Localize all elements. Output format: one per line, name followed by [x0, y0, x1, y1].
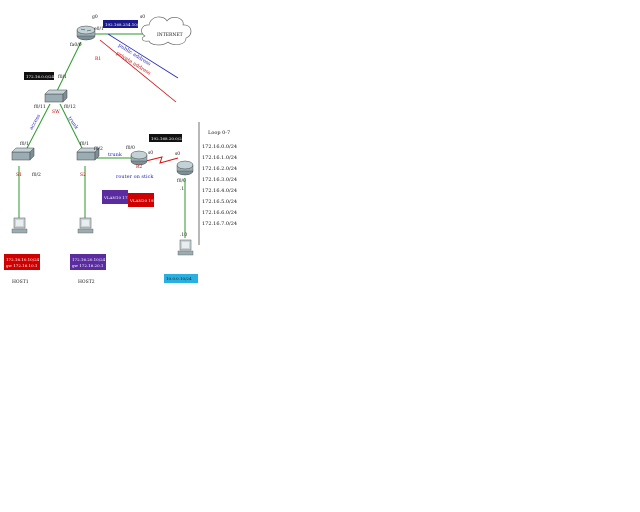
- loop-item: 172.16.0.0/24: [202, 144, 237, 150]
- arrow-public-address: [107, 33, 179, 79]
- port-r1-s0: s0: [140, 14, 145, 20]
- switch-s1[interactable]: [11, 147, 35, 161]
- label-r2: R2: [136, 164, 142, 170]
- trunk-label-sw: trunk: [66, 116, 79, 132]
- box-host1: 172.16.10.10/24 gw 172.16.10.1: [4, 254, 40, 270]
- loop-title: Loop 0-7: [208, 130, 230, 136]
- router-r1[interactable]: [76, 25, 96, 41]
- svg-text:VLAN20 192.168.20.0/24: VLAN20 192.168.20.0/24: [129, 198, 182, 203]
- link-sw-s2: [59, 103, 85, 153]
- port-r2-s0: s0: [148, 150, 153, 156]
- pc-host1[interactable]: [11, 217, 28, 234]
- loop-item: 172.16.2.0/24: [202, 166, 237, 172]
- host2-label: HOST2: [78, 279, 95, 285]
- box-host3: 10.0.0.10/24: [164, 274, 198, 283]
- box-left-upper: 172.16.0.0/24: [24, 72, 55, 80]
- cloud-label: INTERNET: [157, 32, 183, 38]
- label-s2: S2: [80, 172, 86, 178]
- arrow-private-address: [99, 39, 177, 103]
- label-sw: SW: [52, 109, 60, 115]
- port-sw-f012: f0/12: [64, 104, 76, 110]
- svg-text:192.168.20.0/24: 192.168.20.0/24: [151, 136, 185, 141]
- port-sw-f01: f0/1: [58, 74, 67, 80]
- ip-host3-dot10: .10: [180, 232, 187, 238]
- port-sw-f011: f0/11: [34, 104, 46, 110]
- box-host2: 172.16.20.10/24 gw 172.16.20.1: [70, 254, 106, 270]
- loopback-list: Loop 0-7 172.16.0.0/24 172.16.1.0/24 172…: [198, 122, 237, 245]
- port-r1-fa01: e0/1: [94, 26, 104, 32]
- loop-item: 172.16.3.0/24: [202, 177, 237, 183]
- host1-label: HOST1: [12, 279, 29, 285]
- router-r3[interactable]: [176, 160, 194, 176]
- port-s1-f01: f0/1: [20, 141, 29, 147]
- port-s1-f02: f0/2: [32, 172, 41, 178]
- label-s1: S1: [16, 172, 22, 178]
- links: [18, 33, 186, 238]
- svg-text:192.168.254.10/17: 192.168.254.10/17: [105, 22, 144, 27]
- port-r3-s0: s0: [175, 151, 180, 157]
- svg-text:172.16.20.10/24: 172.16.20.10/24: [72, 257, 106, 262]
- port-s2-f02: f0/2: [94, 146, 103, 152]
- svg-text:172.16.0.0/24: 172.16.0.0/24: [26, 74, 55, 79]
- loop-item: 172.16.6.0/24: [202, 210, 237, 216]
- loop-item: 172.16.4.0/24: [202, 188, 237, 194]
- link-r2-r3-serial: [145, 156, 179, 164]
- port-r1-fa0: fa0/0: [70, 42, 82, 48]
- port-r1-g0: g0: [92, 14, 98, 20]
- link-r1-sw: [54, 41, 82, 96]
- loop-item: 172.16.1.0/24: [202, 155, 237, 161]
- pc-host3[interactable]: [177, 239, 194, 256]
- loop-item: 172.16.7.0/24: [202, 221, 237, 227]
- trunk-label-r2: trunk: [108, 152, 123, 158]
- box-vlan20: VLAN20 192.168.20.0/24: [128, 193, 182, 207]
- router-r2[interactable]: [130, 150, 148, 166]
- svg-text:172.16.10.10/24: 172.16.10.10/24: [6, 257, 40, 262]
- link-sw-s1: [24, 103, 51, 153]
- label-r1: R1: [95, 56, 101, 62]
- box-router3-subnet: 192.168.20.0/24: [149, 134, 185, 142]
- switch-s2[interactable]: [76, 147, 100, 161]
- ip-r3-dot1: .1: [180, 186, 184, 192]
- port-r3-f0: f0/0: [177, 178, 186, 184]
- loop-item: 172.16.5.0/24: [202, 199, 237, 205]
- router-on-stick-label: router on stick: [116, 174, 154, 180]
- pc-host2[interactable]: [77, 217, 94, 234]
- box-top-wan: 192.168.254.10/17: [103, 20, 144, 28]
- port-s2-f01: f0/1: [80, 141, 89, 147]
- internet-cloud: INTERNET: [141, 16, 192, 46]
- svg-text:gw 172.16.20.1: gw 172.16.20.1: [72, 263, 103, 268]
- port-r2-f0: f0/0: [126, 145, 135, 151]
- svg-text:10.0.0.10/24: 10.0.0.10/24: [166, 276, 192, 281]
- svg-text:gw 172.16.10.1: gw 172.16.10.1: [6, 263, 37, 268]
- switch-sw[interactable]: [44, 89, 68, 103]
